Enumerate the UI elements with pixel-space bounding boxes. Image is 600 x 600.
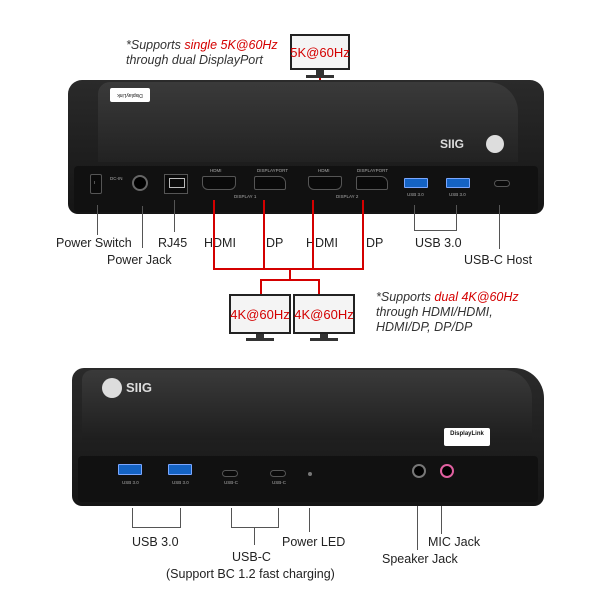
hdmi2-text: HDMI xyxy=(318,168,330,173)
monitor-stand xyxy=(320,334,328,339)
label-usbc-charging-note: (Support BC 1.2 fast charging) xyxy=(166,567,335,581)
monitor-base xyxy=(246,338,274,341)
callout-line xyxy=(231,527,279,528)
label-dp-1: DP xyxy=(266,236,284,250)
callout-line xyxy=(417,506,418,550)
dock-rear-view: DisplayLink SIIG I DC-IN HDMI DISPLAYPOR… xyxy=(68,80,544,214)
rear-panel: I DC-IN HDMI DISPLAYPORT DISPLAY 1 HDMI … xyxy=(74,166,538,212)
connector-line xyxy=(362,200,364,270)
dcin-text: DC-IN xyxy=(110,176,123,181)
brand-logo: SIIG xyxy=(126,380,153,395)
dual-4k-support-note: *Supports dual 4K@60Hz through HDMI/HDMI… xyxy=(376,290,519,334)
usbc-front-port-2[interactable] xyxy=(270,470,286,477)
usb3-port-2[interactable] xyxy=(446,178,470,188)
note-highlight: single 5K@60Hz xyxy=(184,38,278,52)
callout-line xyxy=(180,508,181,528)
usb3-port-1[interactable] xyxy=(404,178,428,188)
callout-line xyxy=(132,508,133,528)
label-power-jack: Power Jack xyxy=(107,253,172,267)
callout-line xyxy=(174,200,175,232)
label-usbc-host: USB-C Host xyxy=(464,253,533,267)
connector-line xyxy=(213,268,364,270)
connector-line xyxy=(260,279,262,295)
callout-line xyxy=(309,508,310,532)
power-jack[interactable] xyxy=(132,175,148,191)
monitor-stand xyxy=(256,334,264,339)
label-usb30-top: USB 3.0 xyxy=(415,236,462,250)
dock-shell xyxy=(98,82,518,162)
label-rj45: RJ45 xyxy=(158,236,188,250)
brand-logo: SIIG xyxy=(440,137,465,151)
siig-logo-icon xyxy=(486,135,504,153)
label-dp-2: DP xyxy=(366,236,384,250)
top-support-note: *Supports single 5K@60Hz through dual Di… xyxy=(126,38,278,68)
label-power-switch: Power Switch xyxy=(56,236,132,250)
note-line2: through dual DisplayPort xyxy=(126,53,263,67)
connector-line xyxy=(260,279,320,281)
monitor-4k-right-label: 4K@60Hz xyxy=(294,306,354,322)
label-hdmi-2: HDMI xyxy=(306,236,338,250)
hdmi-port-2[interactable] xyxy=(308,176,342,190)
monitor-4k-left-label: 4K@60Hz xyxy=(230,306,290,322)
label-power-led: Power LED xyxy=(282,535,346,549)
usb3-front-port-2[interactable] xyxy=(168,464,192,475)
connector-line xyxy=(263,200,265,270)
callout-line xyxy=(456,205,457,231)
display1-text: DISPLAY 1 xyxy=(234,194,257,199)
callout-line xyxy=(132,527,181,528)
label-hdmi-1: HDMI xyxy=(204,236,236,250)
speaker-jack[interactable] xyxy=(412,464,426,478)
monitor-5k: 5K@60Hz xyxy=(290,34,350,70)
callout-line xyxy=(414,205,415,231)
connector-line xyxy=(312,200,314,270)
displayport-2[interactable] xyxy=(356,176,388,190)
monitor-4k-left: 4K@60Hz xyxy=(229,294,291,334)
usbc-host-port[interactable] xyxy=(494,180,510,187)
displayport-1[interactable] xyxy=(254,176,286,190)
label-speaker-jack: Speaker Jack xyxy=(382,552,458,566)
monitor-base xyxy=(310,338,338,341)
label-usbc-front: USB-C xyxy=(232,550,271,564)
monitor-5k-label: 5K@60Hz xyxy=(290,44,350,60)
callout-line xyxy=(254,527,255,545)
display2-text: DISPLAY 2 xyxy=(336,194,359,199)
displaylink-badge: DisplayLink xyxy=(444,428,490,446)
monitor-stand xyxy=(316,70,324,76)
callout-line xyxy=(142,206,143,248)
hdmi1-text: HDMI xyxy=(210,168,222,173)
label-usb30-front: USB 3.0 xyxy=(132,535,179,549)
siig-logo-icon xyxy=(102,378,122,398)
callout-line xyxy=(278,508,279,528)
rj45-port[interactable] xyxy=(164,174,188,194)
dock-front-view: SIIG DisplayLink USB 3.0 USB 3.0 USB-C U… xyxy=(72,368,544,506)
note-prefix: *Supports xyxy=(126,38,185,52)
callout-line xyxy=(499,205,500,249)
connector-line xyxy=(289,268,291,280)
callout-line xyxy=(231,508,232,528)
callout-line xyxy=(441,506,442,534)
front-panel: USB 3.0 USB 3.0 USB-C USB-C xyxy=(78,456,538,502)
usbc-front-port-1[interactable] xyxy=(222,470,238,477)
callout-line xyxy=(97,205,98,235)
power-switch[interactable] xyxy=(90,174,102,194)
power-led xyxy=(308,472,312,476)
label-mic-jack: MIC Jack xyxy=(428,535,481,549)
usb3-front-port-1[interactable] xyxy=(118,464,142,475)
connector-line xyxy=(213,200,215,270)
callout-line xyxy=(414,230,457,231)
displaylink-badge: DisplayLink xyxy=(110,88,150,102)
dp2-text: DISPLAYPORT xyxy=(357,168,389,173)
dp1-text: DISPLAYPORT xyxy=(257,168,289,173)
connector-line xyxy=(318,279,320,295)
monitor-4k-right: 4K@60Hz xyxy=(293,294,355,334)
monitor-base xyxy=(306,75,334,78)
hdmi-port-1[interactable] xyxy=(202,176,236,190)
mic-jack[interactable] xyxy=(440,464,454,478)
